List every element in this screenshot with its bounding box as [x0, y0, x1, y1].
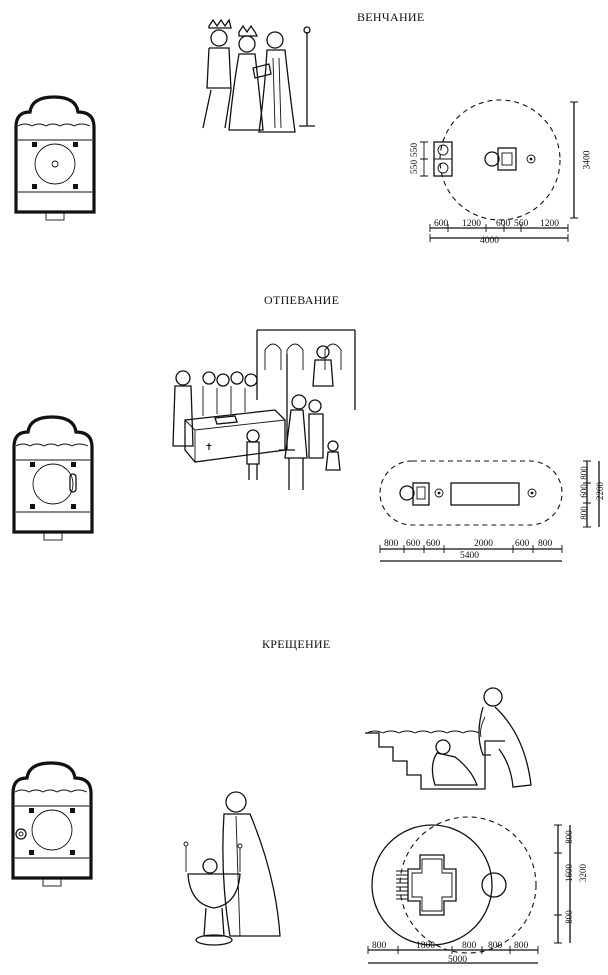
svg-text:✝: ✝ [205, 442, 213, 453]
dim-wedding-2: 1200 [462, 219, 481, 229]
dim-funeral-v2: 600 [578, 484, 589, 498]
dim-funeral-5: 600 [515, 539, 530, 549]
dim-wedding-1: 600 [434, 219, 449, 229]
dim-funeral-6: 800 [538, 539, 553, 549]
dim-funeral-v3: 800 [578, 506, 589, 520]
dim-funeral-total: 5400 [460, 551, 479, 561]
dim-wedding-v1: 550 [410, 159, 421, 175]
dim-baptism-2: 1800 [416, 941, 435, 951]
dim-wedding-vtotal: 3400 [582, 150, 593, 170]
dim-baptism-5: 800 [514, 941, 529, 951]
funeral-layout-plan [379, 460, 600, 562]
dim-wedding-v2: 550 [410, 142, 421, 158]
dim-baptism-3: 800 [462, 941, 477, 951]
dim-wedding-total: 4000 [480, 236, 499, 246]
dim-baptism-v3: 800 [563, 910, 574, 924]
funeral-service-illustration: ✝ [172, 329, 356, 490]
section-title-funeral: ОТПЕВАНИЕ [264, 293, 340, 307]
baptism-font-section-view [365, 687, 532, 790]
dim-wedding-5: 1200 [540, 219, 559, 229]
dim-baptism-v1: 800 [563, 830, 574, 844]
dim-baptism-vtotal: 3200 [578, 864, 588, 882]
dim-baptism-v2: 1600 [564, 864, 574, 882]
dim-funeral-2: 600 [406, 539, 421, 549]
dim-baptism-total: 5000 [448, 955, 467, 965]
dim-wedding-4: 560 [514, 219, 529, 229]
dim-funeral-3: 600 [426, 539, 441, 549]
church-floor-plan-wedding [14, 95, 96, 221]
church-floor-plan-funeral [12, 415, 94, 541]
dim-baptism-4: 800 [488, 941, 503, 951]
dim-funeral-v1: 800 [578, 466, 589, 480]
section-title-baptism: КРЕЩЕНИЕ [262, 637, 331, 651]
section-title-wedding: ВЕНЧАНИЕ [357, 10, 425, 24]
baptism-layout-plan [367, 816, 571, 964]
dim-funeral-1: 800 [384, 539, 399, 549]
dim-baptism-1: 800 [372, 941, 387, 951]
dim-funeral-vtotal: 2200 [595, 482, 605, 500]
baptism-font-illustration [183, 791, 281, 946]
dim-wedding-3: 600 [496, 219, 511, 229]
wedding-layout-plan [420, 99, 578, 242]
church-floor-plan-baptism [11, 761, 93, 887]
wedding-ceremony-illustration [202, 18, 315, 133]
dim-funeral-4: 2000 [474, 539, 493, 549]
